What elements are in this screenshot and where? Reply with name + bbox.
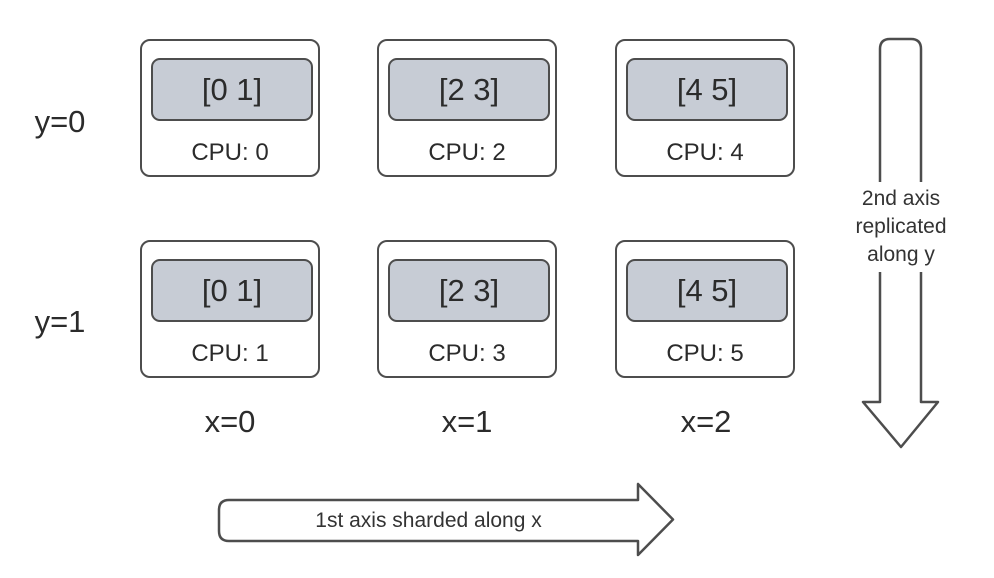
- device-cpu-1: [0 1] CPU: 1: [140, 240, 320, 378]
- right-arrow-shape: [217, 482, 675, 557]
- col-label-x1: x=1: [441, 404, 493, 439]
- x-arrow-label: 1st axis sharded along x: [315, 508, 542, 532]
- shard-data: [4 5]: [676, 71, 738, 107]
- shard-data: [0 1]: [201, 272, 263, 308]
- col-label-x2: x=2: [680, 404, 732, 439]
- shard-box: [2 3]: [388, 259, 550, 322]
- device-cpu-5: [4 5] CPU: 5: [615, 240, 795, 378]
- cpu-label: CPU: 4: [666, 139, 744, 166]
- device-cpu-0: [0 1] CPU: 0: [140, 39, 320, 177]
- x-axis-arrow: [217, 482, 675, 557]
- y-arrow-label-line: along y: [867, 243, 935, 266]
- cpu-label: CPU: 1: [191, 340, 269, 367]
- shard-box: [4 5]: [626, 58, 788, 121]
- row-label-y0: y=0: [34, 104, 86, 139]
- device-cpu-4: [4 5] CPU: 4: [615, 39, 795, 177]
- shard-data: [0 1]: [201, 71, 263, 107]
- shard-box: [4 5]: [626, 259, 788, 322]
- shard-data: [2 3]: [438, 272, 500, 308]
- device-cpu-2: [2 3] CPU: 2: [377, 39, 557, 177]
- shard-box: [0 1]: [151, 259, 313, 322]
- col-label-x0: x=0: [204, 404, 256, 439]
- device-cpu-3: [2 3] CPU: 3: [377, 240, 557, 378]
- y-arrow-label: 2nd axis replicated along y: [836, 182, 966, 272]
- cpu-label: CPU: 2: [428, 139, 506, 166]
- row-label-y1: y=1: [34, 304, 86, 339]
- shard-data: [2 3]: [438, 71, 500, 107]
- y-arrow-label-line: 2nd axis: [861, 187, 941, 210]
- shard-box: [0 1]: [151, 58, 313, 121]
- shard-data: [4 5]: [676, 272, 738, 308]
- y-arrow-label-line: replicated: [855, 215, 947, 238]
- cpu-label: CPU: 5: [666, 340, 744, 367]
- cpu-label: CPU: 0: [191, 139, 269, 166]
- cpu-label: CPU: 3: [428, 340, 506, 367]
- shard-box: [2 3]: [388, 58, 550, 121]
